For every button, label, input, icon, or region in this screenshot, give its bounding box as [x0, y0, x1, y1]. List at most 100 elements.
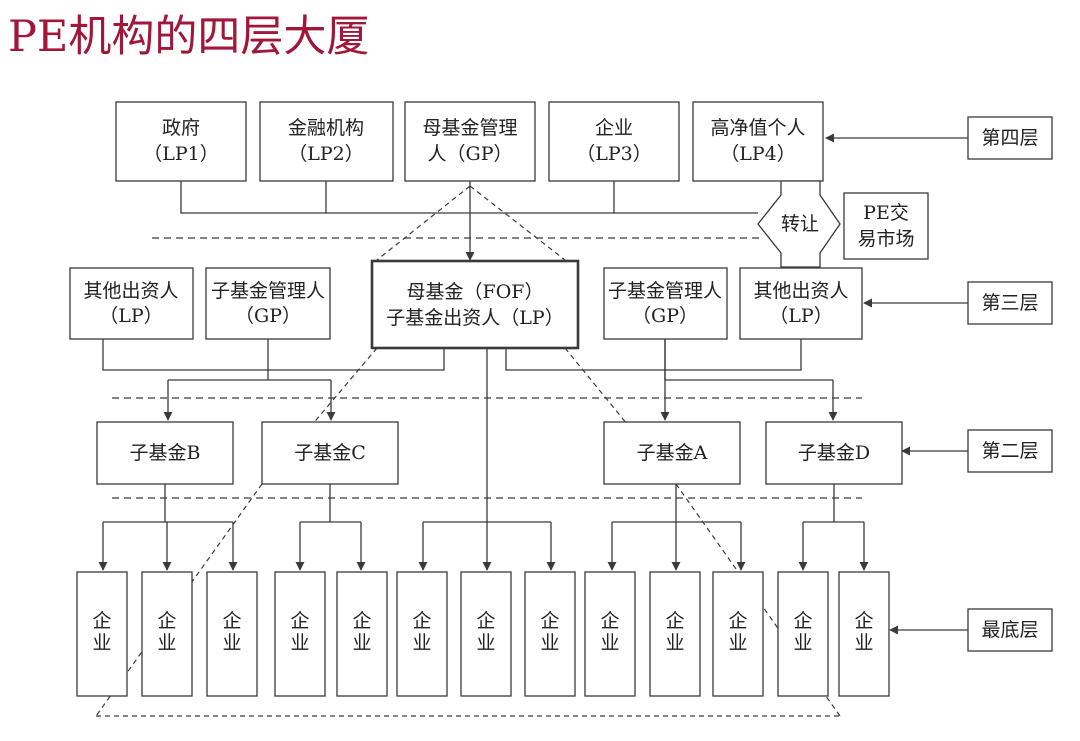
enterprise-label-char2: 业 — [600, 632, 619, 654]
svg-text:（GP）: （GP） — [235, 305, 301, 327]
lp-box-government-name: 政府 — [162, 117, 200, 139]
layer-label-second: 第二层 — [967, 429, 1053, 473]
enterprise-label-char1: 企 — [665, 610, 684, 632]
lp-connector-line — [180, 181, 758, 214]
enterprise-box: 企业 — [274, 571, 326, 697]
fund-b-branch — [103, 484, 233, 523]
lp-box-financial-institution: 金融机构 （LP2） — [259, 101, 394, 182]
enterprise-label-char1: 企 — [793, 610, 812, 632]
svg-text:第二层: 第二层 — [981, 440, 1038, 462]
pe-market-line1: PE交 — [863, 202, 909, 224]
sub-gp-right-box: 子基金管理人 （GP） — [603, 267, 728, 340]
svg-text:第四层: 第四层 — [981, 127, 1038, 149]
enterprise-label-char1: 企 — [352, 610, 371, 632]
fof-dotted-right-top — [469, 185, 566, 261]
svg-text:子基金管理人: 子基金管理人 — [211, 280, 325, 302]
lp-box-enterprise: 企业 （LP3） — [548, 101, 680, 182]
enterprise-box: 企业 — [524, 571, 576, 697]
enterprise-label-char2: 业 — [222, 632, 241, 654]
layer-label-third: 第三层 — [967, 281, 1053, 325]
transfer-double-arrow — [757, 180, 841, 268]
sub-fund-a-box: 子基金A — [603, 421, 741, 485]
enterprise-box: 企业 — [649, 571, 701, 697]
enterprise-label-char2: 业 — [352, 632, 371, 654]
svg-text:子基金管理人: 子基金管理人 — [608, 280, 722, 302]
sub-fund-b-box: 子基金B — [96, 421, 234, 485]
lp-box-government: 政府 （LP1） — [115, 101, 247, 182]
enterprise-box: 企业 — [396, 571, 448, 697]
enterprise-label-char1: 企 — [92, 610, 111, 632]
svg-text:子基金C: 子基金C — [294, 442, 366, 464]
enterprise-label-char2: 业 — [476, 632, 495, 654]
enterprise-label-char2: 业 — [540, 632, 559, 654]
other-investors-left-box: 其他出资人 （LP） — [69, 267, 194, 340]
enterprise-label-char2: 业 — [728, 632, 747, 654]
svg-text:最底层: 最底层 — [981, 619, 1038, 641]
enterprise-label-char2: 业 — [854, 632, 873, 654]
fof-box: 母基金（FOF） 子基金出资人（LP） — [370, 259, 580, 350]
enterprise-label-char2: 业 — [157, 632, 176, 654]
enterprise-box: 企业 — [712, 571, 764, 697]
fund-d-branch — [803, 484, 864, 523]
enterprise-box: 企业 — [141, 571, 193, 697]
svg-text:母基金（FOF）: 母基金（FOF） — [407, 281, 544, 303]
enterprise-label-char1: 企 — [540, 610, 559, 632]
enterprise-label-char2: 业 — [290, 632, 309, 654]
gp-box-fof-manager-name: 母基金管理 — [422, 117, 517, 139]
svg-text:子基金出资人（LP）: 子基金出资人（LP） — [386, 307, 563, 329]
svg-text:（LP）: （LP） — [99, 305, 162, 327]
enterprise-box: 企业 — [206, 571, 258, 697]
svg-text:第三层: 第三层 — [981, 292, 1038, 314]
lp-box-government-code: （LP1） — [143, 143, 219, 165]
enterprise-box: 企业 — [777, 571, 829, 697]
enterprise-label-char1: 企 — [728, 610, 747, 632]
lp-box-high-net-worth-code: （LP4） — [720, 143, 796, 165]
page-title: PE机构的四层大厦 — [8, 12, 370, 62]
transfer-label: 转让 — [781, 213, 819, 235]
enterprise-label-char2: 业 — [665, 632, 684, 654]
lp-box-enterprise-name: 企业 — [595, 117, 633, 139]
svg-text:其他出资人: 其他出资人 — [83, 280, 178, 302]
enterprise-label-char1: 企 — [854, 610, 873, 632]
lp-box-financial-institution-name: 金融机构 — [288, 117, 364, 139]
layer-label-fourth: 第四层 — [967, 116, 1053, 160]
svg-text:（GP）: （GP） — [632, 305, 698, 327]
fund-c-branch — [300, 484, 361, 523]
enterprise-box: 企业 — [76, 571, 128, 697]
other-investors-right-box: 其他出资人 （LP） — [739, 267, 863, 340]
enterprise-label-char2: 业 — [793, 632, 812, 654]
lp-box-high-net-worth: 高净值个人 （LP4） — [692, 101, 824, 182]
enterprise-box: 企业 — [336, 571, 388, 697]
layer-label-bottom: 最底层 — [967, 608, 1053, 652]
sub-gp-left-box: 子基金管理人 （GP） — [205, 267, 331, 340]
enterprise-label-char1: 企 — [476, 610, 495, 632]
enterprise-label-char1: 企 — [412, 610, 431, 632]
pe-market-line2: 易市场 — [857, 228, 914, 250]
lp-box-enterprise-code: （LP3） — [576, 143, 652, 165]
gp-box-fof-manager: 母基金管理 人（GP） — [404, 101, 536, 182]
sub-fund-d-box: 子基金D — [765, 421, 903, 485]
svg-text:（LP）: （LP） — [769, 305, 832, 327]
enterprise-box: 企业 — [460, 571, 512, 697]
lp-box-financial-institution-code: （LP2） — [288, 143, 364, 165]
fund-a-branch — [612, 484, 741, 523]
enterprise-box: 企业 — [584, 571, 636, 697]
gp-box-fof-manager-code: 人（GP） — [428, 143, 513, 165]
sub-fund-c-box: 子基金C — [261, 421, 399, 485]
enterprise-label-char1: 企 — [157, 610, 176, 632]
lp-box-high-net-worth-name: 高净值个人 — [710, 117, 805, 139]
svg-text:其他出资人: 其他出资人 — [753, 280, 848, 302]
enterprise-label-char2: 业 — [92, 632, 111, 654]
enterprise-label-char1: 企 — [222, 610, 241, 632]
enterprise-label-char1: 企 — [600, 610, 619, 632]
fof-dotted-left-top — [376, 185, 471, 261]
svg-text:子基金B: 子基金B — [130, 442, 201, 464]
enterprise-label-char2: 业 — [412, 632, 431, 654]
left-fund-connectors — [102, 339, 445, 380]
svg-text:子基金D: 子基金D — [798, 442, 870, 464]
pe-market-box: PE交 易市场 — [843, 192, 929, 260]
enterprise-box: 企业 — [838, 571, 890, 697]
enterprise-label-char1: 企 — [290, 610, 309, 632]
